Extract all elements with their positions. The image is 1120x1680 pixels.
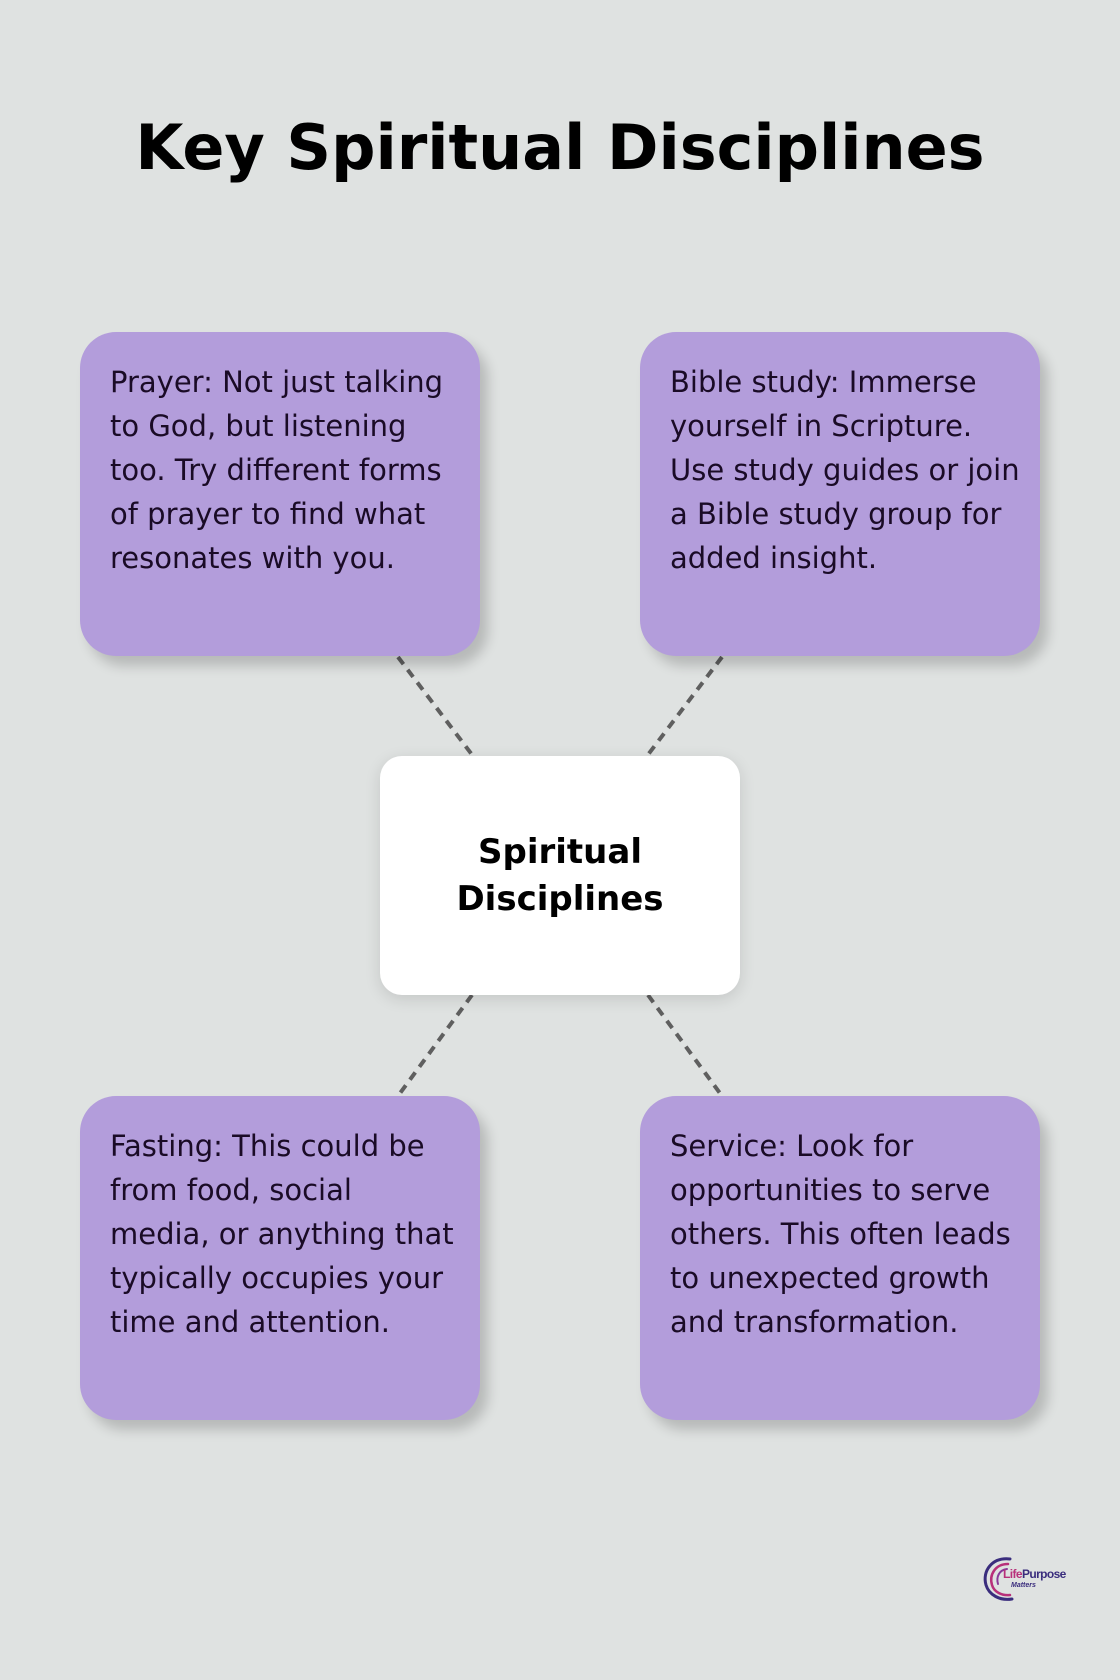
center-node-label: Spiritual Disciplines [456,831,664,919]
brand-logo: LifePurpose Matters [980,1553,1066,1605]
card-prayer: Prayer: Not just talking to God, but lis… [80,332,480,656]
logo-word-life: Life [1003,1567,1023,1581]
logo-subtitle: Matters [1011,1582,1036,1589]
card-bible-study: Bible study: Immerse yourself in Scriptu… [640,332,1040,656]
logo-word-purpose: Purpose [1021,1567,1066,1581]
card-service: Service: Look for opportunities to serve… [640,1096,1040,1420]
card-bible-study-text: Bible study: Immerse yourself in Scriptu… [670,365,1020,575]
connector-bottom-left [396,993,474,1098]
connector-top-right [645,655,724,758]
card-fasting: Fasting: This could be from food, social… [80,1096,480,1420]
connector-bottom-right [646,993,724,1098]
center-node: Spiritual Disciplines [380,756,740,995]
card-fasting-text: Fasting: This could be from food, social… [110,1129,454,1339]
swoosh-arcs-icon [983,1557,1014,1601]
page-title: Key Spiritual Disciplines [135,111,985,184]
logo-wordmark: LifePurpose [1003,1567,1066,1581]
card-service-text: Service: Look for opportunities to serve… [670,1129,1011,1339]
connector-top-left [396,655,475,758]
card-prayer-text: Prayer: Not just talking to God, but lis… [110,365,444,575]
